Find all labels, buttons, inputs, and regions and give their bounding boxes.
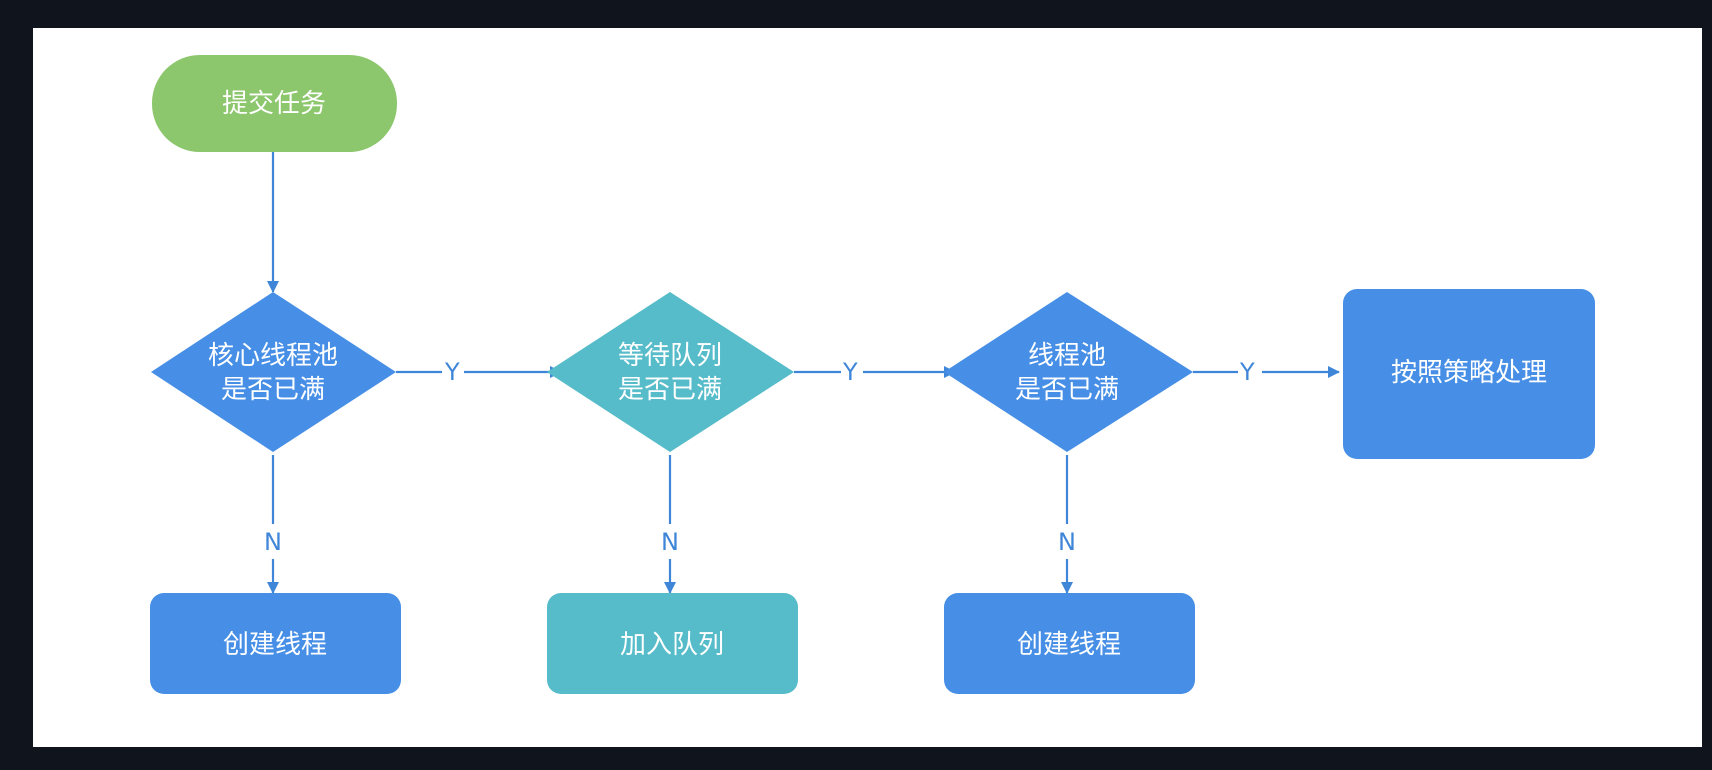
start-node: 提交任务 xyxy=(152,55,397,152)
decision-core-pool-line-1: 核心线程池 xyxy=(208,341,338,371)
flowchart: Y Y Y N N N xyxy=(150,55,1595,694)
create-thread-node-2-label: 创建线程 xyxy=(1017,630,1121,660)
decision-waiting-queue-line-1: 等待队列 xyxy=(618,341,722,371)
edge-pool-no: N xyxy=(1058,455,1076,594)
decision-waiting-queue-line-2: 是否已满 xyxy=(618,375,722,405)
edge-pool-yes: Y xyxy=(1193,358,1340,386)
start-node-label: 提交任务 xyxy=(222,89,326,119)
create-thread-node-2: 创建线程 xyxy=(944,593,1195,694)
add-queue-node-label: 加入队列 xyxy=(620,630,724,660)
edge-pool-no-label: N xyxy=(1058,528,1076,556)
edge-core-no: N xyxy=(264,455,282,594)
edge-queue-no-label: N xyxy=(661,528,679,556)
decision-thread-pool: 线程池 是否已满 xyxy=(944,292,1193,452)
decision-core-pool-line-2: 是否已满 xyxy=(221,375,325,405)
edge-pool-yes-label: Y xyxy=(1239,358,1255,386)
diagram-canvas: Y Y Y N N N xyxy=(33,28,1702,747)
edge-core-no-label: N xyxy=(264,528,282,556)
edge-queue-no: N xyxy=(661,455,679,594)
edge-queue-yes: Y xyxy=(794,358,956,386)
add-queue-node: 加入队列 xyxy=(547,593,798,694)
edge-core-yes-label: Y xyxy=(444,358,460,386)
create-thread-node-1: 创建线程 xyxy=(150,593,401,694)
edge-core-yes: Y xyxy=(396,358,562,386)
decision-thread-pool-line-1: 线程池 xyxy=(1028,341,1106,371)
edge-queue-yes-label: Y xyxy=(842,358,858,386)
decision-core-pool: 核心线程池 是否已满 xyxy=(151,292,396,452)
policy-node-label: 按照策略处理 xyxy=(1391,358,1547,388)
policy-node: 按照策略处理 xyxy=(1343,289,1595,459)
decision-waiting-queue: 等待队列 是否已满 xyxy=(547,292,794,452)
decision-thread-pool-line-2: 是否已满 xyxy=(1015,375,1119,405)
create-thread-node-1-label: 创建线程 xyxy=(223,630,327,660)
